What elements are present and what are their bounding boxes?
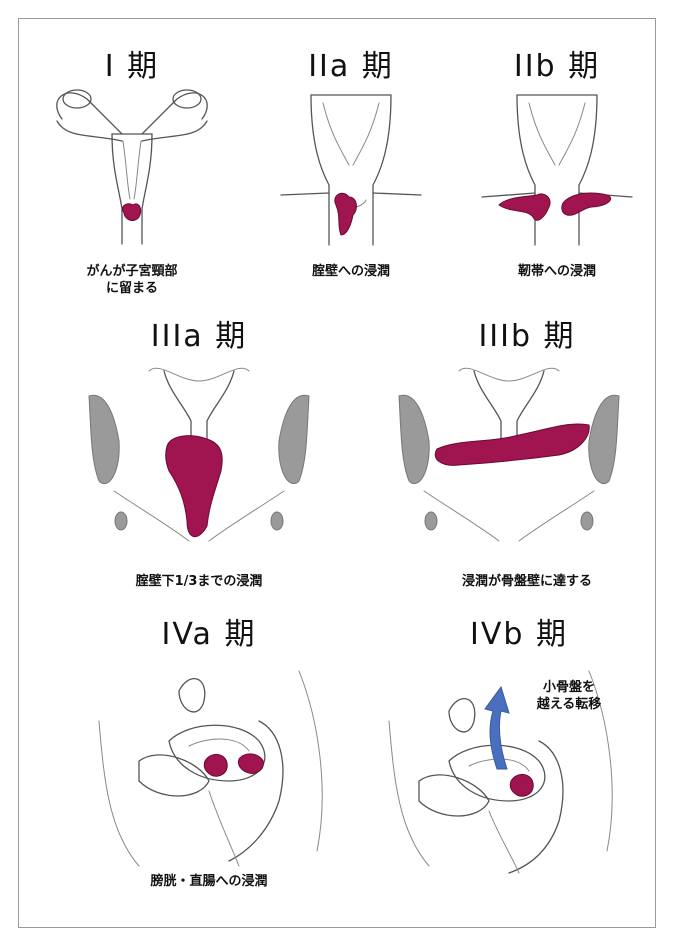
stage-3b-caption: 浸潤が骨盤壁に達する [397, 573, 657, 590]
metastasis-arrow [485, 687, 509, 769]
stage-1-caption-line-2: に留まる [27, 280, 237, 297]
stage-4a-caption: 膀胱・直腸への浸潤 [79, 873, 339, 890]
metastasis-label-line-2: 越える転移 [519, 696, 619, 713]
panel-stage-4a: IVa 期 膀胱・直腸への浸潤 [79, 609, 339, 899]
uterus-cervix-illustration [261, 85, 441, 255]
panel-stage-4b: IVb 期 小骨盤を 越える転移 [389, 609, 649, 909]
stage-3a-caption: 腟壁下1/3までの浸潤 [69, 573, 329, 590]
stage-4a-caption-line-1: 膀胱・直腸への浸潤 [79, 873, 339, 890]
stage-4b-title: IVb 期 [389, 609, 649, 653]
panel-stage-2a: IIa 期 腟壁への浸潤 [261, 27, 441, 307]
metastasis-label-line-1: 小骨盤を [519, 679, 619, 696]
panel-stage-1: I 期 がんが子宮頸部 に留まる [27, 27, 237, 307]
pelvis-vagina-illustration [69, 351, 329, 561]
stage-2a-caption-line-1: 腟壁への浸潤 [261, 263, 441, 280]
uterus-ligament-illustration [467, 85, 647, 255]
panel-stage-2b: IIb 期 靭帯への浸潤 [467, 27, 647, 307]
panel-stage-3b: IIIb 期 浸潤が骨盤壁に達する [397, 311, 657, 601]
stage-1-caption-line-1: がんが子宮頸部 [27, 263, 237, 280]
figure-frame: I 期 がんが子宮頸部 に留まる IIa 期 [18, 18, 656, 928]
stage-2b-caption-line-1: 靭帯への浸潤 [467, 263, 647, 280]
stage-3b-caption-line-1: 浸潤が骨盤壁に達する [397, 573, 657, 590]
stage-3a-title: IIIa 期 [69, 311, 329, 355]
pelvis-wall-illustration [379, 351, 639, 561]
panel-stage-3a: IIIa 期 腟壁下1/3までの浸潤 [69, 311, 329, 601]
stage-3a-caption-line-1: 腟壁下1/3までの浸潤 [69, 573, 329, 590]
uterus-illustration [27, 79, 237, 259]
stage-2a-caption: 腟壁への浸潤 [261, 263, 441, 280]
stage-2b-title: IIb 期 [467, 41, 647, 85]
metastasis-label: 小骨盤を 越える転移 [519, 679, 619, 713]
pelvis-sagittal-illustration [79, 651, 339, 881]
stage-4a-title: IVa 期 [79, 609, 339, 653]
stage-2b-caption: 靭帯への浸潤 [467, 263, 647, 280]
stage-2a-title: IIa 期 [261, 41, 441, 85]
stage-1-caption: がんが子宮頸部 に留まる [27, 263, 237, 297]
stage-3b-title: IIIb 期 [397, 311, 657, 355]
